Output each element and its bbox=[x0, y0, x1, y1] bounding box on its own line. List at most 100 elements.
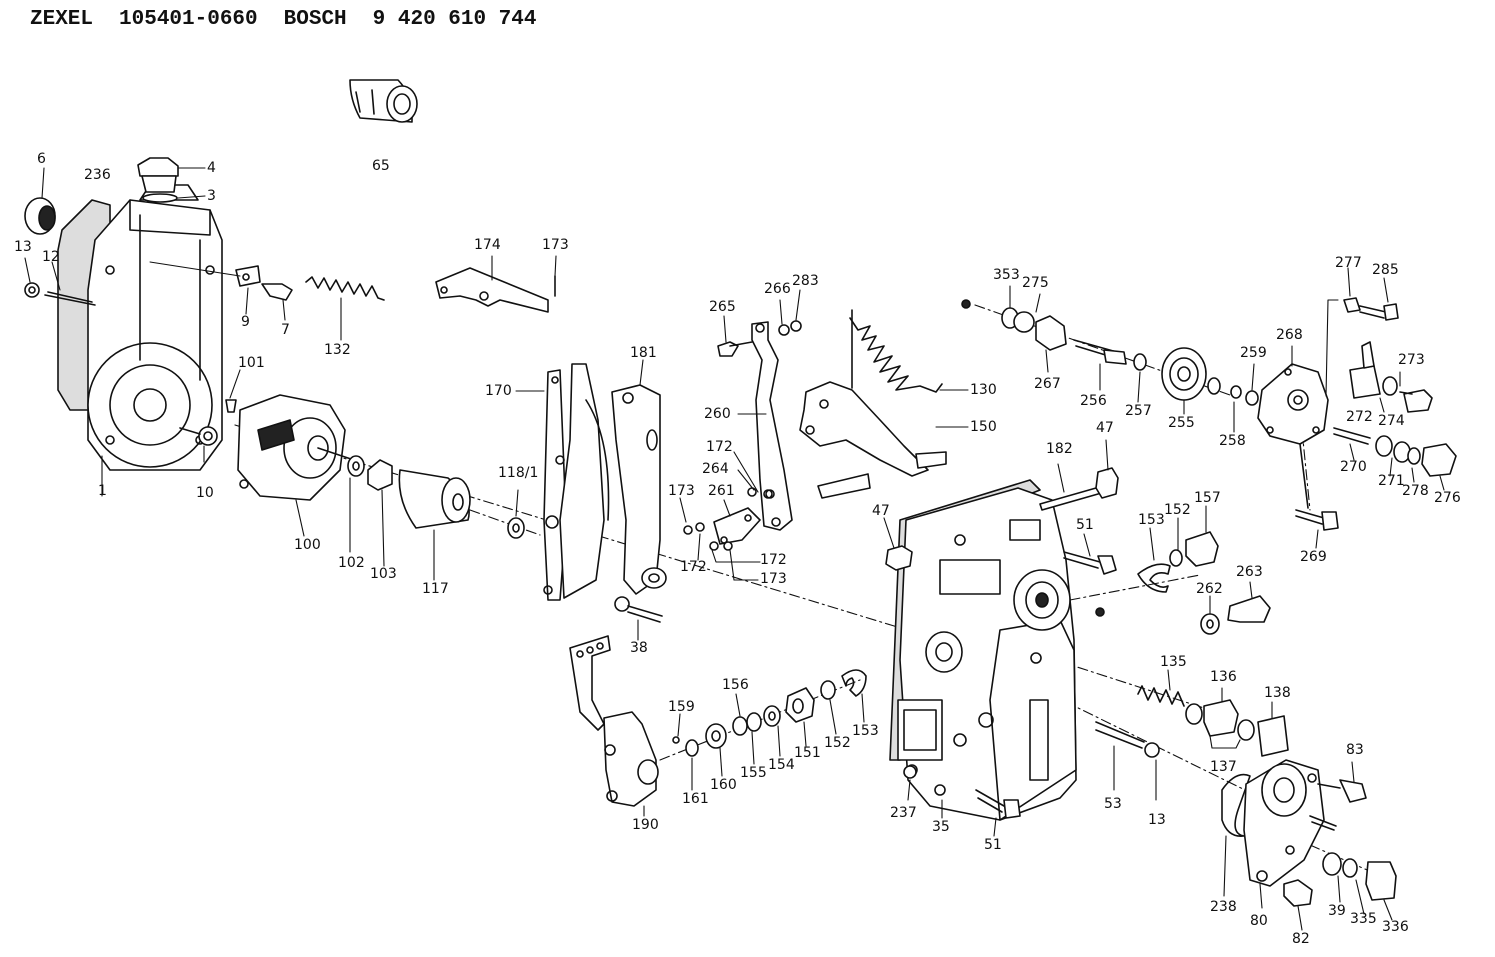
label-part-172: 172 bbox=[760, 552, 787, 568]
part-47-bolts bbox=[883, 439, 1119, 571]
label-part-12: 12 bbox=[42, 249, 60, 265]
part-237-51-lower bbox=[903, 765, 1021, 837]
label-part-132: 132 bbox=[324, 342, 351, 358]
part-100-flyweight bbox=[237, 394, 361, 537]
part-277-285 bbox=[1325, 267, 1399, 397]
label-part-155: 155 bbox=[740, 765, 767, 781]
label-part-257: 257 bbox=[1125, 403, 1152, 419]
label-part-47: 47 bbox=[1096, 420, 1114, 436]
label-part-138: 138 bbox=[1264, 685, 1291, 701]
label-part-101: 101 bbox=[238, 355, 265, 371]
label-part-154: 154 bbox=[768, 757, 795, 773]
part-174-link bbox=[435, 255, 557, 313]
part-151-152-153 bbox=[785, 669, 867, 747]
label-part-237: 237 bbox=[890, 805, 917, 821]
label-part-47: 47 bbox=[872, 503, 890, 519]
part-156-155-154 bbox=[732, 693, 781, 765]
part-83-bolt bbox=[1309, 761, 1367, 831]
label-part-261: 261 bbox=[708, 483, 735, 499]
label-part-173: 173 bbox=[760, 571, 787, 587]
label-part-273: 273 bbox=[1398, 352, 1425, 368]
label-part-35: 35 bbox=[932, 819, 950, 835]
label-part-172: 172 bbox=[680, 559, 707, 575]
label-part-118-1: 118/1 bbox=[498, 465, 539, 481]
part-38-bolt bbox=[614, 596, 663, 641]
part-159-161-160 bbox=[672, 713, 727, 791]
part-353-267 bbox=[961, 285, 1067, 373]
label-part-265: 265 bbox=[709, 299, 736, 315]
part-260-lever bbox=[737, 321, 793, 531]
label-part-39: 39 bbox=[1328, 903, 1346, 919]
part-101-pin bbox=[225, 369, 241, 413]
label-part-13: 13 bbox=[1148, 812, 1166, 828]
label-part-1: 1 bbox=[98, 483, 107, 499]
part-256-257 bbox=[1073, 339, 1147, 403]
part-13-nut bbox=[24, 257, 96, 306]
label-part-268: 268 bbox=[1276, 327, 1303, 343]
part-270-278-276 bbox=[1333, 427, 1457, 491]
label-part-51: 51 bbox=[984, 837, 1002, 853]
label-part-170: 170 bbox=[485, 383, 512, 399]
label-part-80: 80 bbox=[1250, 913, 1268, 929]
label-part-152: 152 bbox=[824, 735, 851, 751]
part-268-housing bbox=[1257, 345, 1329, 509]
label-part-262: 262 bbox=[1196, 581, 1223, 597]
label-part-153: 153 bbox=[1138, 512, 1165, 528]
label-part-103: 103 bbox=[370, 566, 397, 582]
part-265-266-283 bbox=[717, 289, 802, 357]
label-part-173: 173 bbox=[542, 237, 569, 253]
part-130-spring bbox=[849, 317, 969, 393]
label-part-255: 255 bbox=[1168, 415, 1195, 431]
label-part-335: 335 bbox=[1350, 911, 1377, 927]
label-part-160: 160 bbox=[710, 777, 737, 793]
label-part-275: 275 bbox=[1022, 275, 1049, 291]
label-part-270: 270 bbox=[1340, 459, 1367, 475]
part-150-lever bbox=[799, 309, 969, 499]
label-part-161: 161 bbox=[682, 791, 709, 807]
part-118-1-washer bbox=[507, 489, 525, 539]
part-102-103-washers bbox=[347, 455, 393, 567]
label-part-172: 172 bbox=[706, 439, 733, 455]
label-part-117: 117 bbox=[422, 581, 449, 597]
part-153-152-157 bbox=[1095, 505, 1219, 617]
part-135-138 bbox=[1137, 669, 1289, 757]
label-part-271: 271 bbox=[1378, 473, 1405, 489]
label-part-278: 278 bbox=[1402, 483, 1429, 499]
part-6-plug bbox=[24, 167, 56, 235]
label-part-136: 136 bbox=[1210, 669, 1237, 685]
label-part-9: 9 bbox=[241, 314, 250, 330]
part-4-plug bbox=[137, 157, 206, 203]
label-part-269: 269 bbox=[1300, 549, 1327, 565]
label-part-152: 152 bbox=[1164, 502, 1191, 518]
part-117-sleeve bbox=[398, 469, 471, 581]
bosch-part-number: 9 420 610 744 bbox=[372, 8, 537, 31]
part-82-39-335-336 bbox=[1283, 852, 1397, 931]
part-9-7-bracket bbox=[149, 261, 293, 321]
part-170-lever bbox=[515, 363, 610, 601]
label-part-135: 135 bbox=[1160, 654, 1187, 670]
label-part-259: 259 bbox=[1240, 345, 1267, 361]
label-part-285: 285 bbox=[1372, 262, 1399, 278]
label-part-283: 283 bbox=[792, 273, 819, 289]
part-35-pump-housing bbox=[889, 479, 1077, 821]
label-part-137: 137 bbox=[1210, 759, 1237, 775]
label-part-174: 174 bbox=[474, 237, 501, 253]
label-part-13: 13 bbox=[14, 239, 32, 255]
brand-zexel: ZEXEL bbox=[30, 8, 94, 31]
label-part-264: 264 bbox=[702, 461, 729, 477]
label-part-181: 181 bbox=[630, 345, 657, 361]
part-10-bolt bbox=[179, 426, 218, 463]
label-part-266: 266 bbox=[764, 281, 791, 297]
label-part-38: 38 bbox=[630, 640, 648, 656]
part-190-lever bbox=[569, 635, 659, 817]
label-part-102: 102 bbox=[338, 555, 365, 571]
label-part-256: 256 bbox=[1080, 393, 1107, 409]
label-part-7: 7 bbox=[281, 322, 290, 338]
part-132-spring bbox=[305, 276, 385, 341]
brand-bosch: BOSCH bbox=[283, 8, 347, 31]
label-part-83: 83 bbox=[1346, 742, 1364, 758]
part-255-diaphragm bbox=[1161, 347, 1221, 415]
label-part-236: 236 bbox=[84, 167, 111, 183]
label-part-260: 260 bbox=[704, 406, 731, 422]
